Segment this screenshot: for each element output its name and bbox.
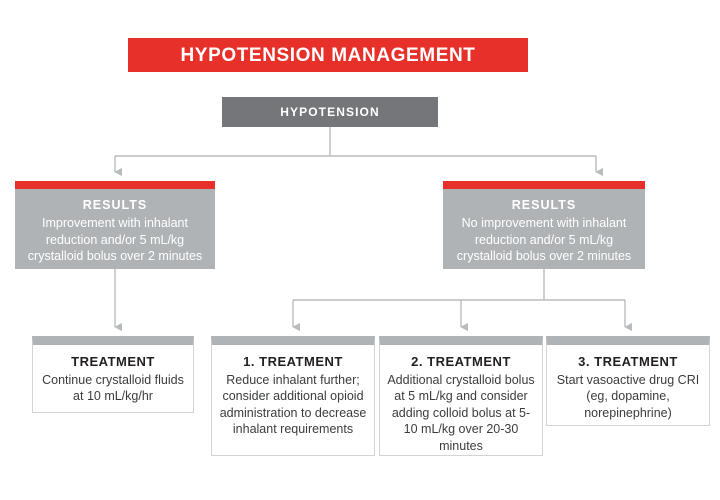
treatment-heading: 2. TREATMENT [411, 354, 511, 369]
chart-title-banner: HYPOTENSION MANAGEMENT [128, 38, 528, 72]
results-heading: RESULTS [511, 198, 577, 212]
treatment-heading: TREATMENT [71, 354, 155, 369]
results-heading: RESULTS [82, 198, 148, 212]
results-box-improvement: RESULTS Improvement with inhalant reduct… [15, 181, 215, 269]
treatment-box-vasoactive-drug: 3. TREATMENT Start vasoactive drug CRI (… [546, 336, 710, 426]
treatment-heading: 1. TREATMENT [243, 354, 343, 369]
results-box-no-improvement: RESULTS No improvement with inhalant red… [443, 181, 645, 269]
treatment-body: Reduce inhalant further; consider additi… [219, 372, 367, 437]
treatment-box-additional-bolus: 2. TREATMENT Additional crystalloid bolu… [379, 336, 543, 456]
treatment-body: Continue crystalloid fluids at 10 mL/kg/… [42, 372, 184, 404]
treatment-heading: 3. TREATMENT [578, 354, 678, 369]
treatment-body: Start vasoactive drug CRI (eg, dopamine,… [556, 372, 700, 420]
results-body: Improvement with inhalant reduction and/… [27, 216, 203, 263]
page-title: HYPOTENSION MANAGEMENT [180, 44, 476, 66]
treatment-box-continue-crystalloid: TREATMENT Continue crystalloid fluids at… [32, 336, 194, 413]
node-hypotension: HYPOTENSION [222, 97, 438, 127]
results-body: No improvement with inhalant reduction a… [456, 216, 632, 263]
node-hypotension-label: HYPOTENSION [280, 105, 380, 119]
treatment-box-reduce-inhalant: 1. TREATMENT Reduce inhalant further; co… [211, 336, 375, 456]
treatment-body: Additional crystalloid bolus at 5 mL/kg … [387, 372, 535, 454]
